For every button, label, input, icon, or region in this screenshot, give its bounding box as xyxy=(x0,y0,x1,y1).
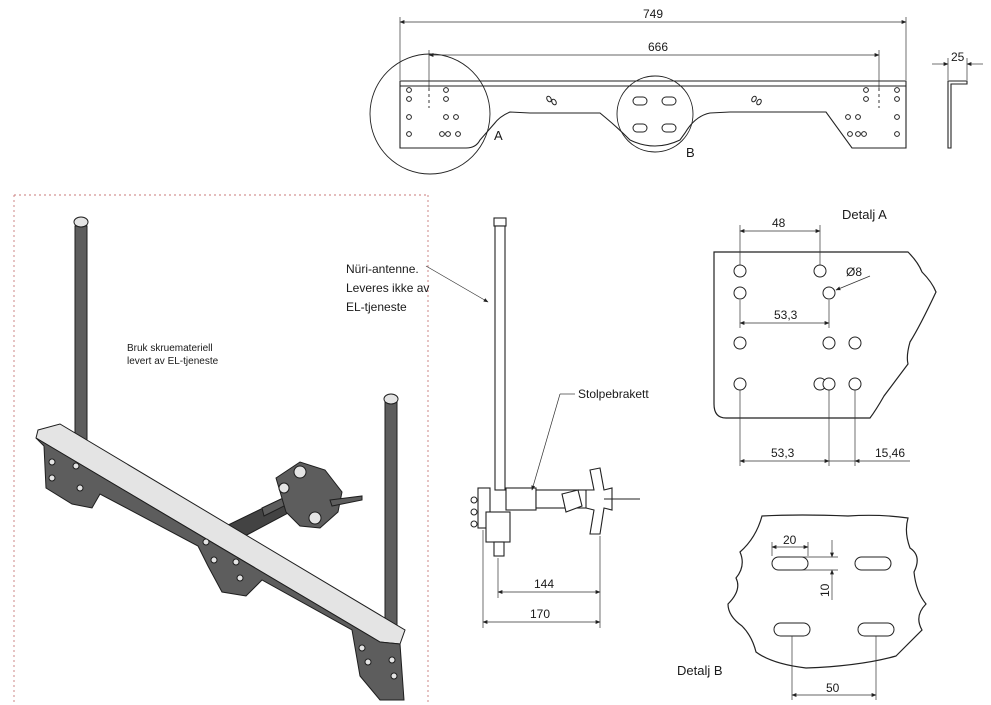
dimension-170: 170 xyxy=(530,607,550,621)
top-view: A B 749 666 25 xyxy=(369,7,983,175)
detail-b: Detalj B 20 10 50 xyxy=(677,514,927,700)
dimension-53-top: 53,3 xyxy=(774,308,798,322)
antenna-label-line1: Nüri-antenne. xyxy=(346,262,419,276)
detail-a-holes xyxy=(733,264,862,391)
antenna-label-line3: EL-tjeneste xyxy=(346,300,407,314)
plate-center-holes xyxy=(546,95,762,133)
detail-b-slots xyxy=(771,556,895,637)
dimension-10: 10 xyxy=(818,583,832,597)
side-view: Nüri-antenne. Leveres ikke av EL-tjenest… xyxy=(346,217,649,628)
dimension-15-46: 15,46 xyxy=(875,446,905,460)
iso-note-line1: Bruk skruemateriell xyxy=(127,343,213,354)
detail-b-outline xyxy=(727,514,927,669)
dimension-48: 48 xyxy=(772,216,786,230)
plate-side-profile: 25 xyxy=(932,50,983,149)
detail-a: Detalj A 48 Ø8 53,3 53,3 15,46 xyxy=(713,207,937,466)
dimension-hole-spacing: 666 xyxy=(648,40,668,54)
dimension-53-bottom: 53,3 xyxy=(771,446,795,460)
antenna-side xyxy=(493,217,507,491)
post-bracket-side xyxy=(470,467,640,557)
antenna-label-line2: Leveres ikke av xyxy=(346,281,429,295)
pole-bracket-iso xyxy=(221,461,363,546)
plate-holes-right xyxy=(845,87,900,137)
detail-a-marker: A xyxy=(494,128,503,143)
detail-b-circle xyxy=(616,75,694,153)
plate-holes-left xyxy=(406,87,461,137)
detail-a-title: Detalj A xyxy=(842,207,887,222)
dimension-thickness: 25 xyxy=(951,50,965,64)
antenna-rod-left xyxy=(73,216,89,457)
antenna-rod-right xyxy=(383,393,399,639)
dimension-total-length: 749 xyxy=(643,7,663,21)
detail-b-marker: B xyxy=(686,145,695,160)
detail-a-outline xyxy=(713,251,937,419)
dimension-20: 20 xyxy=(783,533,797,547)
iso-view: Bruk skruemateriell levert av EL-tjenest… xyxy=(13,194,429,705)
dimension-50: 50 xyxy=(826,681,840,695)
detail-b-title: Detalj B xyxy=(677,663,723,678)
dimension-diameter: Ø8 xyxy=(846,265,862,279)
plate-outline xyxy=(399,80,907,149)
iso-note-line2: levert av EL-tjeneste xyxy=(127,356,219,367)
crossbar-iso xyxy=(35,423,406,701)
dimension-144: 144 xyxy=(534,577,554,591)
bracket-label: Stolpebrakett xyxy=(578,387,649,401)
